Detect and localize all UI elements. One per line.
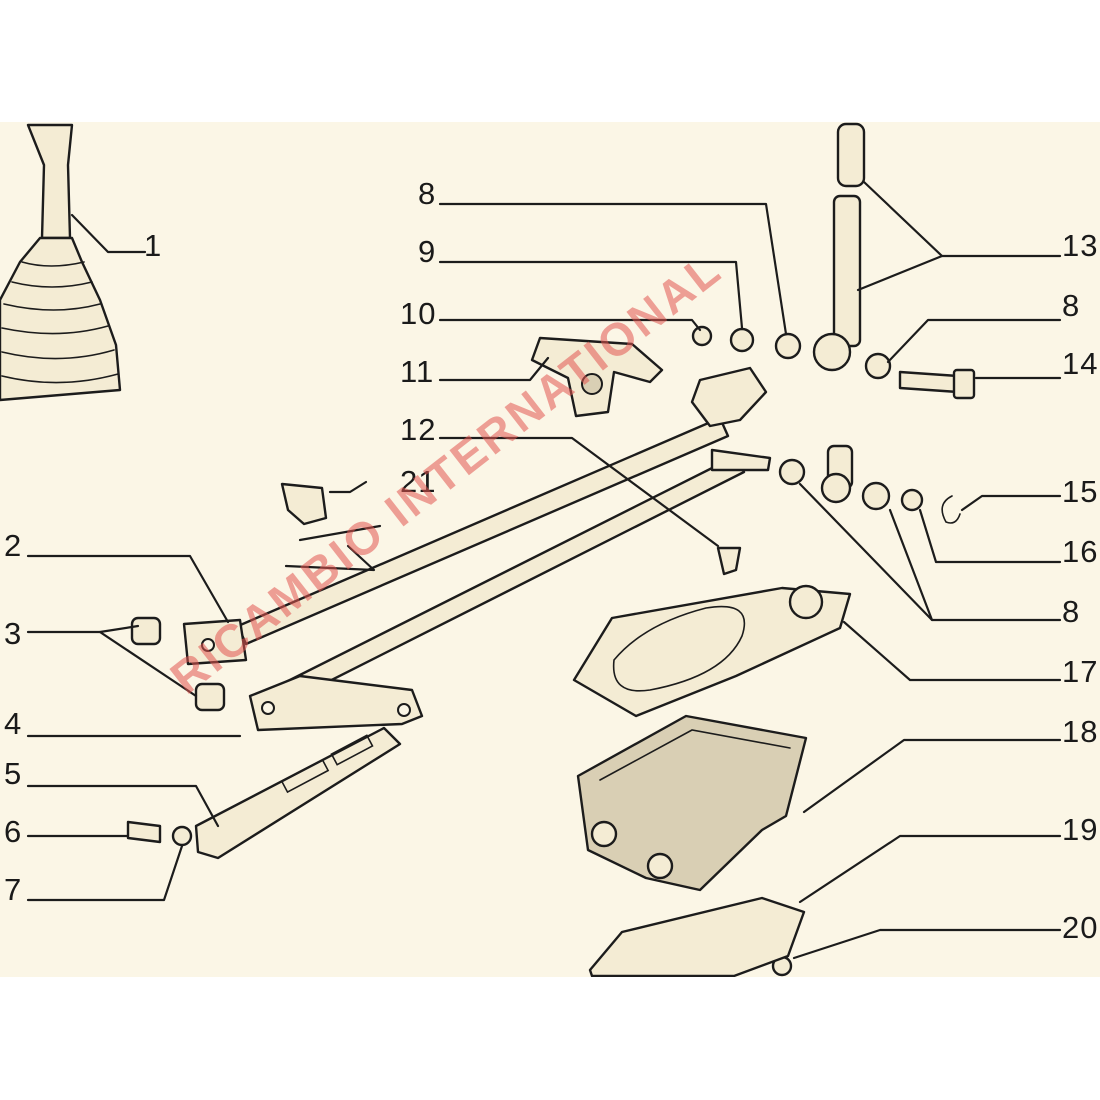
callout-6: 6: [4, 814, 23, 849]
gate-plate: [572, 584, 852, 718]
callout-15: 15: [1062, 474, 1099, 509]
callout-3: 3: [4, 616, 23, 651]
small-hardware: [126, 325, 976, 977]
callout-20: 20: [1062, 910, 1099, 945]
callout-8-top: 8: [418, 176, 437, 211]
callout-5: 5: [4, 756, 23, 791]
callout-17: 17: [1062, 654, 1099, 689]
callout-18: 18: [1062, 714, 1099, 749]
callout-1: 1: [144, 228, 163, 263]
callout-16: 16: [1062, 534, 1099, 569]
callout-21: 21: [400, 464, 437, 499]
lever-plates: [194, 674, 424, 860]
callout-8-bottom: 8: [1062, 594, 1081, 629]
callout-2: 2: [4, 528, 23, 563]
callout-19: 19: [1062, 812, 1099, 847]
callout-11: 11: [400, 354, 435, 389]
callout-14: 14: [1062, 346, 1099, 381]
callout-10: 10: [400, 296, 437, 331]
callout-4: 4: [4, 706, 23, 741]
leader-lines: [26, 180, 1062, 960]
callout-12: 12: [400, 412, 437, 447]
gearshift-housing: [576, 714, 808, 892]
callout-13: 13: [1062, 228, 1099, 263]
parts-diagram-sheet: 1 2 3 4 5 6 7 8 9 10 11 12 13 8 14 15 16…: [0, 122, 1100, 977]
selector-rod: [812, 122, 866, 504]
callout-9: 9: [418, 234, 437, 269]
housing-gasket: [588, 896, 806, 977]
callout-8-right: 8: [1062, 288, 1081, 323]
exploded-parts-drawing: [0, 122, 1062, 977]
callout-7: 7: [4, 872, 23, 907]
shift-linkage-rods: [182, 366, 772, 708]
gear-knob-and-boot: [0, 123, 122, 402]
